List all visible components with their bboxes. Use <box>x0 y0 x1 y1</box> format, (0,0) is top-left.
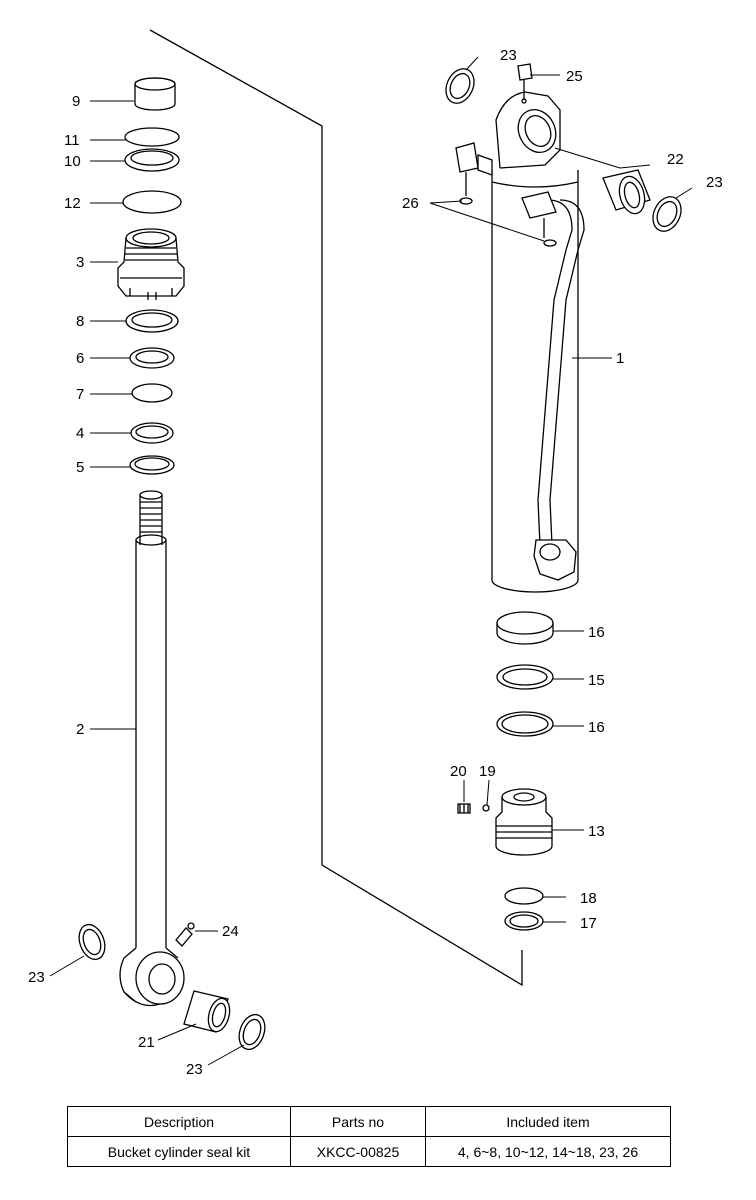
cell-included-item: 4, 6~8, 10~12, 14~18, 23, 26 <box>425 1136 671 1167</box>
part-11-ring <box>124 127 180 147</box>
callout-21: 21 <box>138 1034 155 1051</box>
callout-2: 2 <box>76 721 84 738</box>
part-9-bushing <box>134 77 176 111</box>
part-16-wear-ring-upper <box>496 611 554 645</box>
part-4-seal <box>130 422 174 444</box>
callout-26: 26 <box>402 195 419 212</box>
part-22-bushing <box>602 169 651 215</box>
part-16-wear-ring-lower <box>496 711 554 737</box>
callout-23-right: 23 <box>706 174 723 191</box>
part-7-ring <box>131 383 173 403</box>
callout-3: 3 <box>76 254 84 271</box>
callout-4: 4 <box>76 425 84 442</box>
callout-22: 22 <box>667 151 684 168</box>
callout-15: 15 <box>588 672 605 689</box>
assembly-line <box>149 29 523 987</box>
header-parts-no: Parts no <box>290 1106 426 1137</box>
callout-25: 25 <box>566 68 583 85</box>
table-header-row: Description Parts no Included item <box>67 1106 671 1137</box>
callout-23-top: 23 <box>500 47 517 64</box>
part-20-set-screw <box>457 803 471 814</box>
callout-13: 13 <box>588 823 605 840</box>
cell-parts-no: XKCC-00825 <box>290 1136 426 1167</box>
header-included-item: Included item <box>425 1106 671 1137</box>
table-row: Bucket cylinder seal kit XKCC-00825 4, 6… <box>67 1136 671 1167</box>
part-10-seal <box>124 148 180 172</box>
part-25-grease-nipple <box>517 63 533 104</box>
callout-12: 12 <box>64 195 81 212</box>
part-24-grease-nipple <box>175 922 195 947</box>
callout-8: 8 <box>76 313 84 330</box>
part-17-backup-ring <box>504 911 544 931</box>
callout-20: 20 <box>450 763 467 780</box>
callout-24: 24 <box>222 923 239 940</box>
part-13-piston <box>495 788 553 856</box>
callout-18: 18 <box>580 890 597 907</box>
part-23-dust-seal-lower <box>238 1013 266 1051</box>
part-21-bushing <box>183 990 231 1033</box>
part-8-seal <box>125 309 179 333</box>
leader-lines <box>49 56 693 1066</box>
seal-kit-table: Description Parts no Included item Bucke… <box>67 1106 671 1167</box>
callout-19: 19 <box>479 763 496 780</box>
part-23-dust-seal-upper-left <box>78 923 106 961</box>
part-5-snap-ring <box>129 455 175 475</box>
callout-16-lower: 16 <box>588 719 605 736</box>
callout-23-bottom: 23 <box>186 1061 203 1078</box>
part-23-dust-seal-top <box>445 68 475 104</box>
part-18-o-ring <box>504 887 544 905</box>
callout-7: 7 <box>76 386 84 403</box>
header-description: Description <box>67 1106 291 1137</box>
callout-16-upper: 16 <box>588 624 605 641</box>
callout-9: 9 <box>72 93 80 110</box>
callout-5: 5 <box>76 459 84 476</box>
part-1-cylinder-tube <box>455 91 585 593</box>
callout-1: 1 <box>616 350 624 367</box>
callout-10: 10 <box>64 153 81 170</box>
cell-description: Bucket cylinder seal kit <box>67 1136 291 1167</box>
part-2-piston-rod <box>119 490 185 1007</box>
part-26-o-ring-lower <box>543 239 557 247</box>
callout-17: 17 <box>580 915 597 932</box>
part-3-rod-cover <box>117 228 185 300</box>
callout-23-left: 23 <box>28 969 45 986</box>
part-19-steel-ball <box>482 804 490 812</box>
part-12-ring <box>122 190 182 214</box>
part-6-seal <box>129 347 175 369</box>
part-15-seal <box>496 664 554 690</box>
part-23-dust-seal-right <box>652 196 682 232</box>
callout-11: 11 <box>64 132 80 149</box>
callout-6: 6 <box>76 350 84 367</box>
